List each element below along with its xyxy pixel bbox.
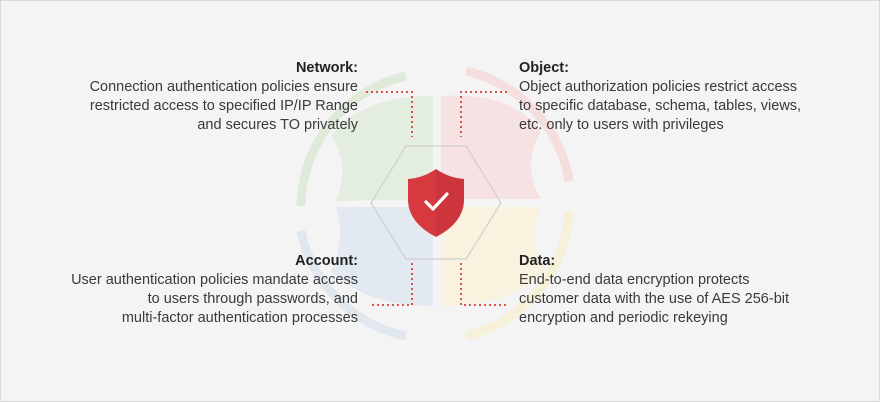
network-section: Network: Connection authentication polic… [28, 59, 358, 135]
data-section: Data: End-to-end data encryption protect… [519, 252, 849, 328]
connector-data [460, 263, 507, 306]
petal-red [441, 95, 541, 199]
object-line: to specific database, schema, tables, vi… [519, 98, 802, 114]
account-line: to users through passwords, and [147, 291, 358, 307]
ring-green-arc [296, 71, 408, 207]
petal-blue [331, 207, 433, 306]
ring-yellow-arc [464, 210, 574, 341]
data-line: End-to-end data encryption protects [519, 272, 750, 288]
data-line: encryption and periodic rekeying [519, 310, 728, 326]
network-line: and secures TO privately [197, 117, 358, 133]
account-line: multi-factor authentication processes [121, 310, 358, 326]
shield-check-icon [408, 169, 464, 237]
account-title: Account: [295, 253, 358, 269]
network-title: Network: [295, 60, 358, 76]
account-line: User authentication policies mandate acc… [71, 272, 358, 288]
petal-yellow [441, 207, 546, 306]
petal-green [331, 96, 433, 201]
network-line: Connection authentication policies ensur… [89, 79, 358, 95]
ring-red-arc [464, 66, 574, 182]
object-section: Object: Object authorization policies re… [519, 59, 849, 135]
object-line: Object authorization policies restrict a… [519, 79, 798, 95]
object-line: etc. only to users with privileges [519, 117, 724, 133]
connector-object [460, 91, 507, 137]
center-hexagon [370, 145, 502, 260]
network-line: restricted access to specified IP/IP Ran… [89, 98, 358, 114]
connector-account [372, 263, 413, 306]
data-title: Data: [519, 253, 556, 269]
ring-blue-arc [296, 230, 407, 341]
connector-network [366, 91, 413, 137]
object-title: Object: [519, 60, 569, 76]
data-line: customer data with the use of AES 256-bi… [519, 291, 790, 307]
account-section: Account: User authentication policies ma… [28, 252, 358, 328]
